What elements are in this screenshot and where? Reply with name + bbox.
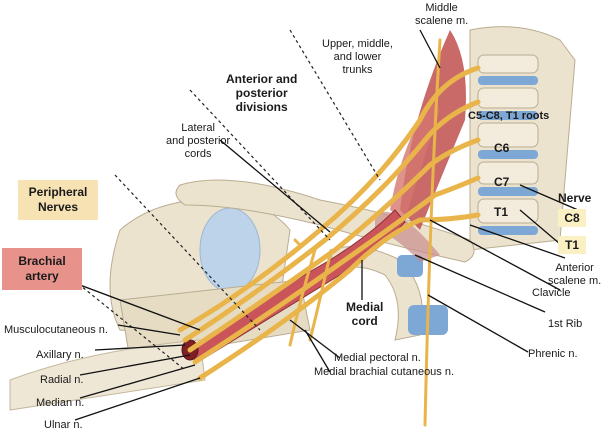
label-medial-cord: Medial cord xyxy=(346,300,384,328)
label-medial-brachial-cutaneous: Medial brachial cutaneous n. xyxy=(314,366,455,378)
label-radial: Radial n. xyxy=(40,374,84,386)
box-brachial-artery: Brachial artery xyxy=(2,248,82,290)
label-axillary: Axillary n. xyxy=(36,349,84,361)
cervical-spine xyxy=(469,26,576,251)
label-anterior-scalene: Anterior scalene m. xyxy=(548,262,602,287)
label-medial-pectoral: Medial pectoral n. xyxy=(334,352,421,364)
label-clavicle: Clavicle xyxy=(532,287,571,299)
tag-nerve-t1: T1 xyxy=(558,236,586,254)
label-trunks: Upper, middle, and lower trunks xyxy=(322,38,393,76)
label-nerve-heading: Nerve xyxy=(558,191,592,205)
label-first-rib: 1st Rib xyxy=(548,318,583,330)
label-roots: C5-C8, T1 roots xyxy=(468,110,550,122)
label-vertebra-t1: T1 xyxy=(494,205,509,219)
label-vertebra-c7: C7 xyxy=(494,175,510,189)
first-rib-bone xyxy=(329,246,448,341)
label-musculocutaneous: Musculocutaneous n. xyxy=(4,324,108,336)
label-middle-scalene: Middle scalene m. xyxy=(415,2,469,27)
label-ulnar: Ulnar n. xyxy=(44,419,83,431)
tag-nerve-c8: C8 xyxy=(558,209,586,227)
level-guide-lines xyxy=(54,29,381,371)
label-cords: Lateral and posterior cords xyxy=(166,122,231,160)
box-peripheral-nerves: Peripheral Nerves xyxy=(18,180,98,220)
brachial-plexus-nerves xyxy=(177,38,481,427)
label-vertebra-c6: C6 xyxy=(494,141,510,155)
label-median: Median n. xyxy=(36,397,85,409)
label-divisions: Anterior and posterior divisions xyxy=(226,72,298,114)
label-phrenic: Phrenic n. xyxy=(528,348,578,360)
